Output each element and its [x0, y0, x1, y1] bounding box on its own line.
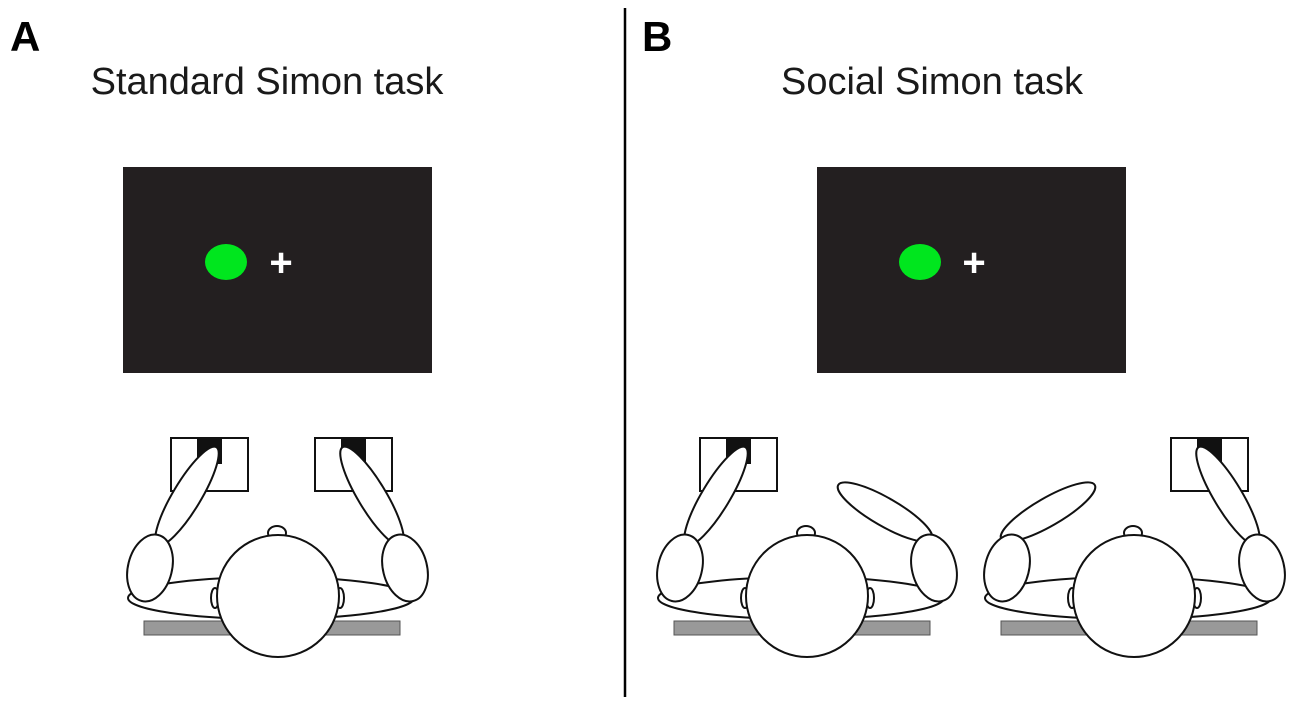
panel-a-drawing: +: [123, 167, 432, 658]
fixation-cross: +: [962, 241, 985, 285]
right-upper-arm: [1238, 533, 1286, 603]
head: [216, 534, 340, 658]
participant-left: [656, 437, 958, 658]
left-upper-arm: [983, 533, 1031, 603]
panel-a-letter: A: [10, 13, 41, 60]
stimulus-circle: [205, 244, 247, 280]
left-upper-arm: [126, 533, 174, 603]
left-upper-arm: [656, 533, 704, 603]
monitor-screen: [123, 167, 432, 373]
head: [1072, 534, 1196, 658]
panel-b-title: Social Simon task: [780, 61, 1084, 103]
fixation-cross: +: [269, 241, 292, 285]
panel-a-title: Standard Simon task: [90, 61, 444, 103]
head: [745, 534, 869, 658]
participant: [126, 437, 429, 658]
participant-right: [983, 437, 1286, 658]
monitor-screen: [817, 167, 1126, 373]
right-upper-arm: [910, 533, 958, 603]
panel-b-letter: B: [642, 13, 673, 60]
stimulus-circle: [899, 244, 941, 280]
panel-b-drawing: +: [656, 167, 1286, 658]
right-upper-arm: [381, 533, 429, 603]
